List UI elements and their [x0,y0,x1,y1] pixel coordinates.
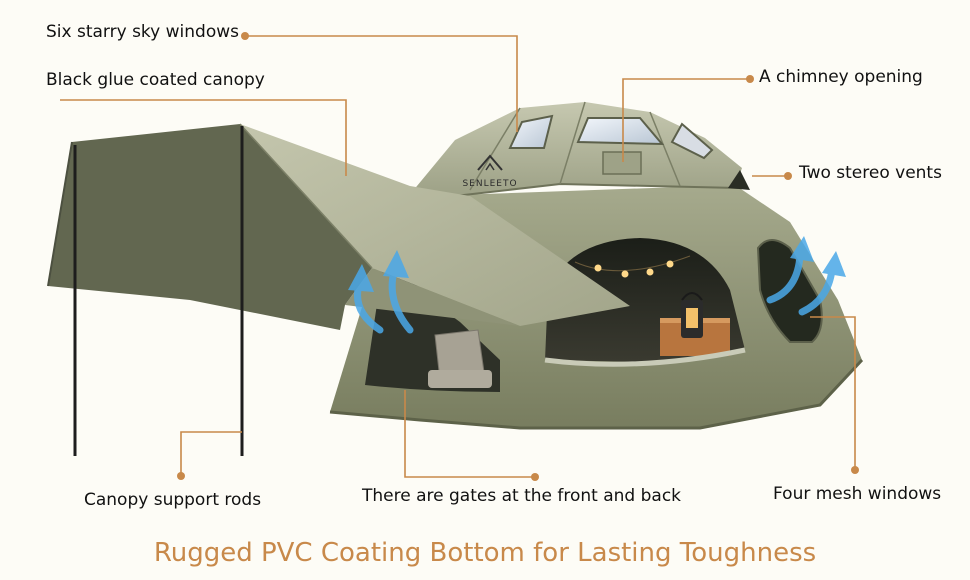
tent-dome [412,102,742,196]
callout-mesh-windows: Four mesh windows [773,484,942,504]
leader-dots [177,32,859,481]
callout-gates: There are gates at the front and back [362,486,682,506]
sky-window [670,122,714,160]
lantern [681,292,703,338]
leader-canopy [60,99,347,176]
sky-windows [508,114,714,160]
leader-sky-windows [245,35,518,132]
airflow-arrows-left [348,250,414,334]
leader-rods [180,431,242,476]
chimney-flap [602,151,642,175]
stereo-vent [728,170,750,190]
sky-window [508,114,554,149]
canopy-underside [48,124,372,330]
leader-mesh [810,316,856,470]
callout-rods: Canopy support rods [84,490,262,510]
sky-window [576,117,665,146]
leader-lines [60,35,856,478]
callout-chimney: A chimney opening [759,67,923,87]
canopy-top [240,124,630,326]
footer-headline: Rugged PVC Coating Bottom for Lasting To… [153,538,817,568]
leader-gates [404,390,535,478]
airflow-arrows-right [766,236,846,316]
callout-vents: Two stereo vents [799,163,942,183]
brand-logo: SENLEETO [462,154,517,189]
callout-canopy: Black glue coated canopy [46,70,265,90]
brand-text: SENLEETO [462,179,517,189]
string-lights [594,260,674,278]
leader-chimney [622,78,750,162]
callout-sky-windows: Six starry sky windows [46,22,239,42]
canopy-support-rods [73,126,244,456]
